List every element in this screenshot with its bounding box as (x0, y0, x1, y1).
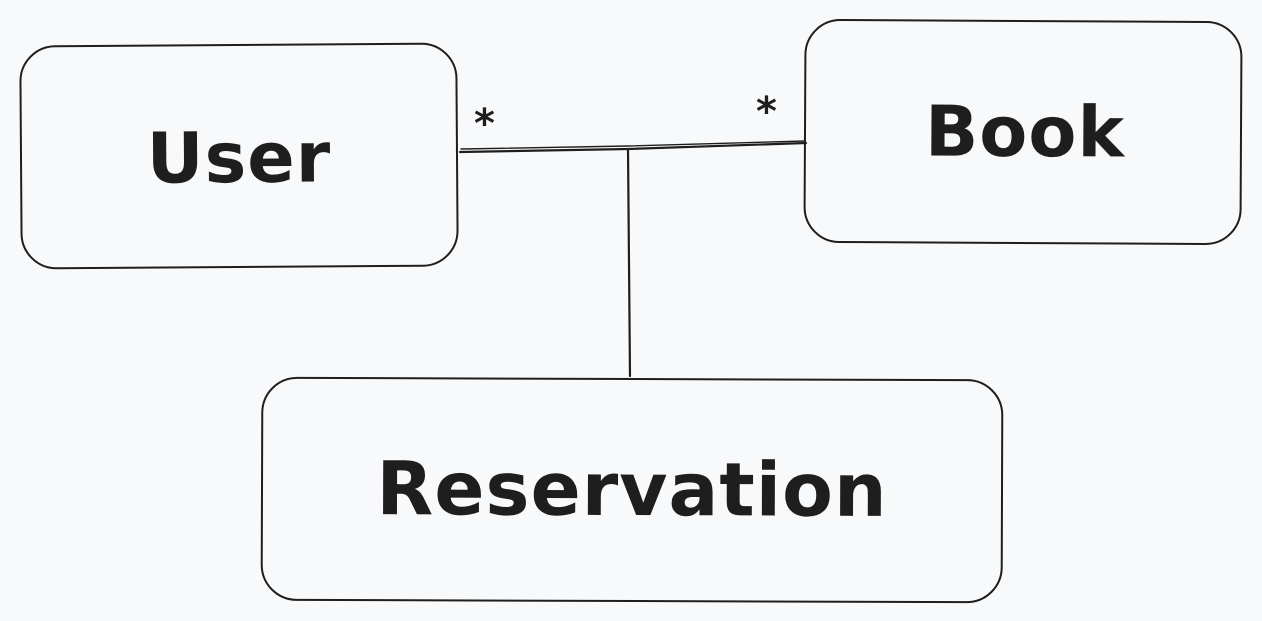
book-entity-box[interactable]: Book (803, 18, 1243, 246)
reservation-entity-label: Reservation (376, 446, 888, 534)
user-entity-label: User (146, 116, 332, 200)
association-class-line[interactable] (626, 147, 632, 378)
book-multiplicity-label: * (756, 89, 777, 135)
user-multiplicity-label: * (474, 101, 495, 147)
user-entity-box[interactable]: User (19, 42, 459, 270)
user-book-association-line-sketch (460, 140, 806, 150)
book-entity-label: Book (924, 90, 1126, 174)
reservation-entity-box[interactable]: Reservation (260, 376, 1004, 604)
